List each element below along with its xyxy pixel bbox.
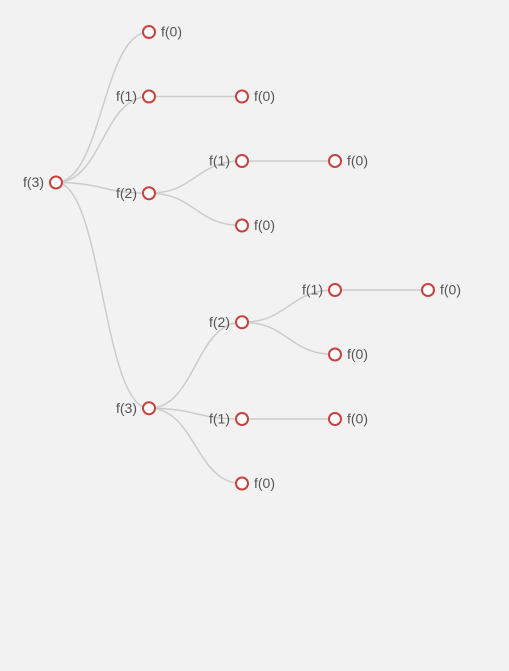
node-label: f(0) — [347, 411, 368, 427]
tree-node[interactable]: f(0) — [328, 346, 368, 362]
node-circle[interactable] — [142, 89, 156, 104]
node-label: f(0) — [254, 475, 275, 491]
node-circle[interactable] — [49, 175, 63, 190]
tree-node[interactable]: f(3) — [23, 174, 63, 190]
node-label: f(1) — [116, 88, 137, 104]
node-circle[interactable] — [235, 476, 249, 491]
tree-link — [241, 289, 336, 323]
tree-node[interactable]: f(0) — [235, 475, 275, 491]
node-label: f(0) — [440, 282, 461, 298]
node-label: f(0) — [254, 217, 275, 233]
node-label: f(2) — [116, 185, 137, 201]
node-label: f(3) — [23, 174, 44, 190]
node-label: f(0) — [254, 88, 275, 104]
node-circle[interactable] — [235, 218, 249, 233]
node-label: f(0) — [347, 346, 368, 362]
tree-node[interactable]: f(0) — [328, 153, 368, 169]
tree-link — [55, 181, 150, 194]
node-label: f(1) — [302, 282, 323, 298]
tree-node[interactable]: f(0) — [235, 88, 275, 104]
node-circle[interactable] — [421, 283, 435, 297]
tree-node[interactable]: f(3) — [116, 400, 156, 416]
tree-link — [148, 192, 243, 227]
node-label: f(1) — [209, 411, 230, 427]
tree-node[interactable]: f(0) — [142, 24, 182, 40]
tree-nodes: f(3) f(0) f(1) f(0) f(2) f(1) f(0) f(0) f(3) f(2)… — [23, 24, 461, 492]
tree-node[interactable]: f(2) — [116, 185, 156, 201]
node-label: f(3) — [116, 400, 137, 416]
tree-link — [55, 181, 150, 409]
node-circle[interactable] — [142, 401, 156, 416]
tree-node[interactable]: f(0) — [235, 217, 275, 233]
tree-links — [55, 31, 428, 485]
node-circle[interactable] — [235, 154, 249, 168]
tree-node[interactable]: f(1) — [209, 411, 249, 427]
node-label: f(1) — [209, 153, 230, 169]
node-label: f(0) — [347, 153, 368, 169]
tree-link — [148, 407, 243, 420]
tree-node[interactable]: f(0) — [421, 282, 461, 298]
tree-link — [55, 31, 150, 184]
node-circle[interactable] — [235, 412, 249, 426]
tree-node[interactable]: f(1) — [302, 282, 342, 298]
tree-node[interactable]: f(1) — [116, 88, 156, 104]
tree-link — [148, 407, 243, 485]
tree-link — [55, 95, 150, 184]
tree-node[interactable]: f(0) — [328, 411, 368, 427]
node-circle[interactable] — [235, 89, 249, 104]
node-circle[interactable] — [328, 283, 342, 297]
node-circle[interactable] — [328, 412, 342, 426]
tree-link — [148, 321, 243, 409]
node-label: f(0) — [161, 24, 182, 40]
tree-node[interactable]: f(1) — [209, 153, 249, 169]
node-label: f(2) — [209, 314, 230, 330]
node-circle[interactable] — [235, 315, 249, 330]
node-circle[interactable] — [328, 347, 342, 362]
tree-link — [148, 160, 243, 194]
tree-link — [241, 321, 336, 356]
node-circle[interactable] — [142, 186, 156, 201]
node-circle[interactable] — [142, 25, 156, 39]
node-circle[interactable] — [328, 154, 342, 168]
tree-node[interactable]: f(2) — [209, 314, 249, 330]
